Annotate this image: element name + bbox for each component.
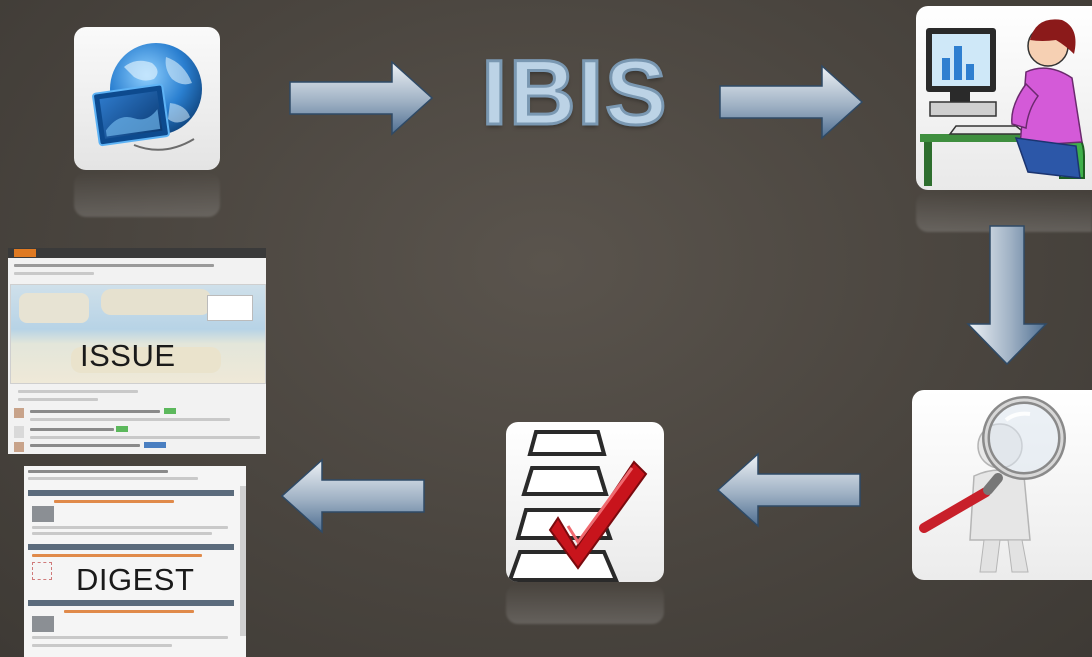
issue-header-bar	[8, 248, 266, 258]
issue-map	[10, 284, 266, 384]
checklist-icon	[507, 430, 648, 582]
globe-computer-icon	[92, 43, 202, 151]
issue-subtitle-line	[14, 272, 94, 275]
issue-row-2	[18, 398, 98, 401]
arrow-right-1	[289, 60, 434, 136]
arrow-down	[966, 225, 1048, 366]
issue-badge-2	[116, 426, 128, 432]
digest-text-3	[32, 636, 228, 639]
issue-feed-line-1	[30, 410, 160, 413]
arrow-right-2	[719, 64, 864, 140]
digest-link-2	[32, 554, 202, 557]
digest-image-1	[32, 506, 54, 522]
digest-section-bar-3	[28, 600, 234, 606]
globe-computer-node	[74, 27, 220, 170]
digest-text-1	[32, 526, 228, 529]
digest-text-4	[32, 644, 172, 647]
analyst-node	[916, 6, 1092, 190]
digest-header-line-1	[28, 470, 168, 473]
issue-label: ISSUE	[80, 338, 176, 373]
issue-row-1	[18, 390, 138, 393]
magnifier-figure-icon	[919, 396, 1066, 573]
globe-node-reflection	[74, 172, 220, 217]
issue-feed-line-2	[30, 418, 230, 421]
issue-feed-line-3	[30, 428, 114, 431]
arrow-left-1	[716, 452, 861, 528]
digest-text-2	[32, 532, 212, 535]
issue-feed-line-4	[30, 436, 260, 439]
issue-feed-item-1	[14, 408, 24, 418]
arrow-left-2	[280, 458, 425, 534]
woman-at-computer-icon	[920, 19, 1085, 186]
issue-feed-line-5	[30, 444, 140, 447]
digest-section-bar-2	[28, 544, 234, 550]
digest-thumbnail: DIGEST	[24, 466, 246, 657]
issue-feed-item-3	[14, 442, 24, 452]
issue-title-line	[14, 264, 214, 267]
digest-image-3	[32, 616, 54, 632]
digest-link-1	[54, 500, 174, 503]
digest-scrollbar[interactable]	[240, 486, 246, 636]
digest-image-2	[32, 562, 52, 580]
digest-link-3	[64, 610, 194, 613]
ibis-title: IBIS	[480, 42, 669, 144]
checklist-node-reflection	[506, 584, 664, 624]
digest-label: DIGEST	[76, 562, 195, 597]
review-node	[912, 390, 1092, 580]
digest-header-line-2	[28, 477, 198, 480]
issue-badge-3	[144, 442, 166, 448]
digest-section-bar-1	[28, 490, 234, 496]
issue-feed-item-2	[14, 426, 24, 438]
checklist-node	[506, 422, 664, 582]
issue-badge-1	[164, 408, 176, 414]
issue-thumbnail: ISSUE	[8, 248, 266, 454]
issue-logo	[14, 249, 36, 257]
